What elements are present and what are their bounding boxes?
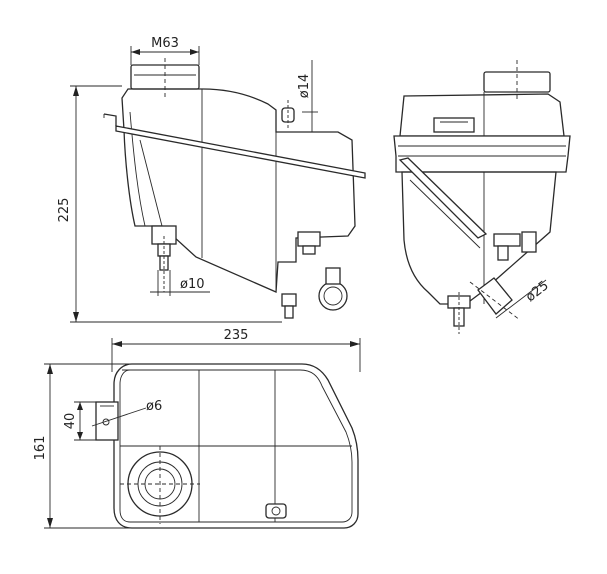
tank-body [121, 88, 356, 293]
side-large-outlet [477, 277, 513, 315]
outlet-label: ø10 [180, 277, 205, 292]
large-outlet [318, 281, 348, 311]
small-hose-label: ø14 [297, 74, 312, 99]
side-view [393, 60, 571, 334]
outlet-dimension: ø10 [150, 270, 210, 296]
top-width-label: M63 [151, 36, 179, 51]
width-label: 235 [224, 328, 249, 343]
mount-strap [115, 125, 366, 179]
top-tank-outline [113, 363, 359, 529]
depth-dimension: 161 [33, 363, 132, 529]
height-label: 225 [57, 198, 72, 223]
hole-label: ø6 [146, 399, 162, 414]
mount-height-dimension: 40 [63, 401, 98, 441]
height-dimension: 225 [57, 85, 282, 323]
depth-label: 161 [33, 436, 48, 461]
large-outlet-label: ø25 [523, 278, 552, 305]
top-width-dimension: M63 [130, 36, 200, 65]
mount-height-label: 40 [63, 413, 78, 430]
front-view [103, 58, 366, 319]
width-dimension: 235 [111, 328, 361, 372]
top-view [91, 363, 359, 529]
